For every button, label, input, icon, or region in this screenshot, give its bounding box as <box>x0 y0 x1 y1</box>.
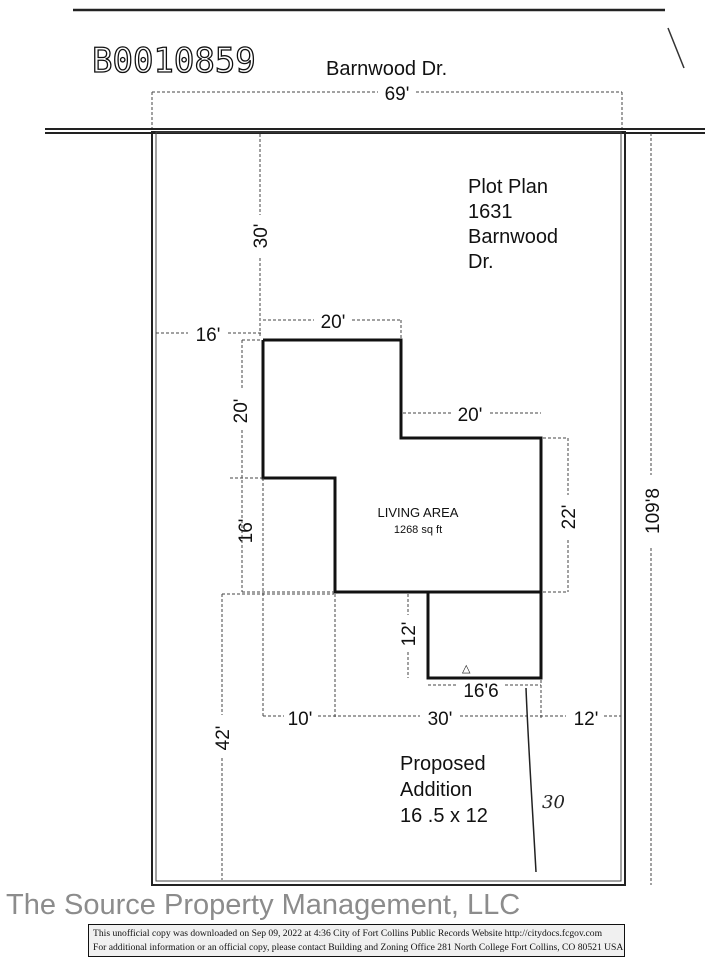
bottom-middle-label: 30' <box>428 709 453 730</box>
download-notice: This unofficial copy was downloaded on S… <box>88 924 625 957</box>
addition-depth-label: 12' <box>399 622 420 647</box>
front-setback-label: 30' <box>251 224 272 249</box>
house-top-width-label: 20' <box>321 312 346 333</box>
street-name: Barnwood Dr. <box>326 58 447 80</box>
download-notice-line2: For additional information or an officia… <box>93 942 624 953</box>
house-left-lower-label: 16' <box>236 519 257 544</box>
house-step-width-label: 20' <box>458 405 483 426</box>
addition-outline <box>426 592 543 680</box>
bottom-left-label: 10' <box>288 709 313 730</box>
left-setback-label: 16' <box>196 325 221 346</box>
living-area-size: 1268 sq ft <box>394 524 442 536</box>
download-notice-line1: This unofficial copy was downloaded on S… <box>93 928 603 939</box>
permit-number: B0010859 <box>92 41 256 81</box>
proposed-addition-note: Proposed Addition 16 .5 x 12 <box>400 753 491 827</box>
living-area-outline <box>261 338 543 594</box>
delta-mark: △ <box>462 663 471 675</box>
lot-depth-label: 109'8 <box>643 488 664 534</box>
rear-setback-label: 42' <box>213 726 234 751</box>
bottom-right-label: 12' <box>574 709 599 730</box>
lot-boundary-inner <box>155 131 622 882</box>
plot-plan-title: Plot Plan 1631 Barnwood Dr. <box>468 176 564 273</box>
house-right-depth-label: 22' <box>559 505 580 530</box>
handwritten-line <box>525 687 537 873</box>
watermark: The Source Property Management, LLC <box>6 889 521 921</box>
addition-width-label: 16'6 <box>463 681 498 702</box>
living-area-label: LIVING AREA <box>378 505 459 520</box>
scan-mark <box>667 27 685 69</box>
lot-width-label: 69' <box>385 84 410 105</box>
house-left-upper-label: 20' <box>231 399 252 424</box>
handwritten-note: 30 <box>542 792 565 813</box>
